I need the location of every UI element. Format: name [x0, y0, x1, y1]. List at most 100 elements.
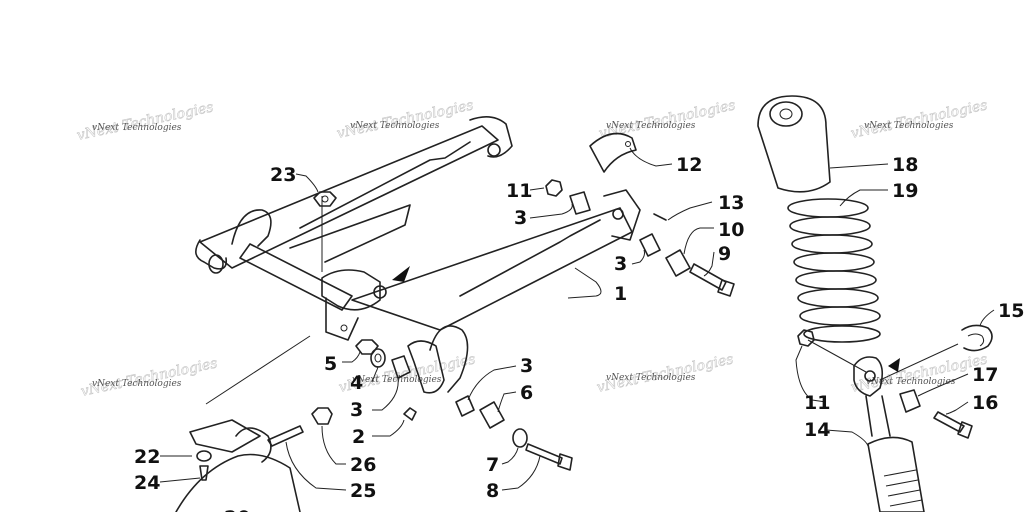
bolt-8-head — [557, 453, 573, 471]
watermark-ghost-5: vNext Technologies — [80, 355, 219, 400]
leader-5 — [342, 351, 361, 363]
shock-assembly — [757, 95, 993, 512]
mount-leader — [205, 335, 311, 405]
watermark-ghost-4: vNext Technologies — [850, 97, 989, 142]
callout-17: 17 — [972, 364, 998, 386]
bump-stop-18 — [757, 95, 831, 193]
leader-7 — [501, 447, 519, 465]
lower-arm-body — [351, 207, 633, 331]
bolt-25 — [267, 425, 304, 447]
leader-3a — [529, 203, 573, 219]
leader-12 — [629, 147, 673, 167]
watermark-7: vNext Technologies — [606, 373, 696, 383]
upper-arm-gusset — [289, 204, 411, 263]
watermark-1: vNext Technologies — [92, 123, 182, 133]
callout-10: 10 — [718, 219, 744, 241]
cross-shaft — [239, 243, 353, 311]
bracket-12 — [589, 132, 637, 173]
callout-labels: 1 2 3 3 3 3 4 5 6 7 8 9 10 11 11 12 13 1… — [134, 154, 1024, 512]
spacer-6 — [479, 401, 505, 429]
leader-2 — [372, 419, 405, 437]
right-hardware — [545, 132, 735, 297]
mount-plate — [325, 297, 359, 341]
callout-1: 1 — [614, 283, 627, 305]
rear-arm-assembly — [195, 116, 641, 405]
center-mount-block — [321, 269, 381, 311]
bushing-3-upper — [569, 191, 591, 215]
bolt-16 — [933, 411, 965, 433]
shock-eye — [853, 356, 884, 397]
leader-23 — [295, 173, 319, 193]
lower-loop-bracket — [429, 325, 469, 393]
leader-3c — [372, 377, 399, 411]
washer-4 — [370, 348, 386, 368]
left-pivot-end — [208, 254, 224, 274]
shock-arrow-icon — [888, 358, 900, 372]
leader-13 — [667, 201, 713, 221]
watermark-ghost-8: vNext Technologies — [850, 351, 989, 396]
watermark-ghost-2: vNext Technologies — [336, 97, 475, 142]
leader-6 — [497, 391, 517, 413]
callout-16: 16 — [972, 392, 998, 414]
nut-26 — [311, 407, 333, 425]
screw-24 — [199, 465, 209, 481]
pin-13 — [653, 213, 667, 221]
bushing-3-lower — [455, 395, 475, 417]
watermark-ghost-1: vNext Technologies — [76, 99, 215, 144]
leader-8 — [501, 455, 541, 491]
watermark-3: vNext Technologies — [606, 121, 696, 131]
callout-13: 13 — [718, 192, 744, 214]
leader-lines — [159, 147, 995, 491]
upper-arm-body — [199, 125, 499, 269]
callout-3c: 3 — [350, 399, 363, 421]
leader-24 — [159, 477, 201, 483]
leader-18 — [829, 163, 889, 169]
lower-bracket — [189, 419, 261, 453]
grease-fitting-2 — [403, 407, 417, 421]
bump-stop-top — [769, 101, 803, 127]
leader-16 — [945, 401, 969, 415]
callout-7: 7 — [486, 454, 499, 476]
upper-arm-end-bracket — [469, 116, 513, 158]
callout-2: 2 — [352, 426, 365, 448]
leader-1 — [567, 267, 602, 299]
callout-20: 20 — [224, 507, 250, 512]
nut-11-upper — [545, 179, 563, 197]
spring-19 — [787, 198, 881, 343]
nut-11-right — [797, 329, 815, 347]
washer-7 — [512, 428, 528, 448]
watermark-8: vNext Technologies — [866, 377, 956, 387]
watermark-4: vNext Technologies — [864, 121, 954, 131]
callout-3d: 3 — [520, 355, 533, 377]
lower-pivot-block — [407, 340, 445, 394]
callout-12: 12 — [676, 154, 702, 176]
leader-17 — [917, 373, 969, 397]
bolt-9 — [689, 263, 727, 291]
lower-rail — [175, 453, 301, 512]
upper-arm-rib — [299, 141, 471, 229]
callout-14: 14 — [804, 419, 830, 441]
leader-11-upper — [529, 187, 545, 191]
callout-3b: 3 — [614, 253, 627, 275]
nut-23-hole — [321, 195, 329, 203]
lower-arm-end-bracket — [603, 189, 641, 241]
leader-25 — [285, 441, 347, 491]
retainer-clip-15 — [961, 324, 993, 352]
leader-4 — [371, 365, 379, 383]
nut-23 — [313, 191, 337, 207]
shock-eye-hole — [864, 370, 876, 382]
bushing-3-left — [391, 355, 411, 379]
lower-arm-rib — [459, 219, 601, 297]
lower-bracket-loop — [235, 427, 272, 463]
leader-14 — [825, 429, 869, 447]
shock-rod — [865, 395, 891, 437]
left-hardware — [175, 191, 573, 512]
callout-3a: 3 — [514, 207, 527, 229]
bushing-3-right — [639, 233, 661, 257]
callout-11-right: 11 — [804, 392, 830, 414]
leader-19 — [839, 189, 888, 207]
callout-6: 6 — [520, 382, 533, 404]
callout-18: 18 — [892, 154, 918, 176]
callout-19: 19 — [892, 180, 918, 202]
